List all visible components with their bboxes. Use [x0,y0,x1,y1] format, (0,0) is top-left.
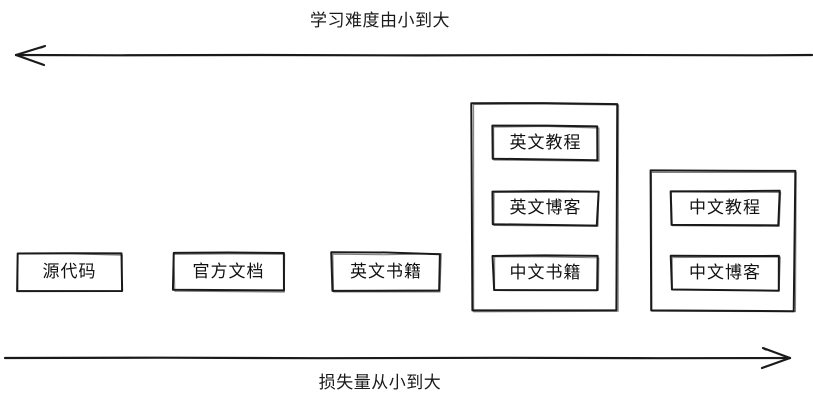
top-axis-label: 学习难度由小到大 [310,11,450,31]
node-chinese-blog[interactable]: 中文博客 [669,254,781,292]
sketch-border [669,254,781,292]
node-label: 英文教程 [509,133,582,153]
sketch-border [491,254,600,292]
bottom-axis-label: 损失量从小到大 [318,373,442,393]
node-source-code[interactable]: 源代码 [16,252,124,293]
sketch-border [491,190,600,227]
node-label: 中文教程 [689,198,761,218]
node-label: 中文博客 [689,263,761,283]
sketch-border [491,124,600,162]
right-arrow [3,346,792,370]
group-chinese-media [649,169,797,313]
node-label: 英文博客 [509,198,582,218]
node-english-books[interactable]: 英文书籍 [330,251,442,293]
node-label: 官方文档 [192,262,265,282]
node-label: 英文书籍 [350,262,422,282]
node-english-blog[interactable]: 英文博客 [491,190,600,227]
node-label: 源代码 [42,262,97,282]
sketch-border [669,189,782,227]
node-chinese-tutorial[interactable]: 中文教程 [669,189,782,227]
node-chinese-books[interactable]: 中文书籍 [491,254,600,292]
left-arrow [14,44,813,67]
group-english-media [470,102,620,313]
node-english-tutorial[interactable]: 英文教程 [491,124,600,162]
sketch-border [330,251,442,293]
sketch-border [16,252,124,293]
sketch-border [470,102,620,313]
node-label: 中文书籍 [509,263,582,283]
sketch-border [171,251,286,293]
node-official-docs[interactable]: 官方文档 [171,251,286,293]
sketch-border [649,169,797,313]
